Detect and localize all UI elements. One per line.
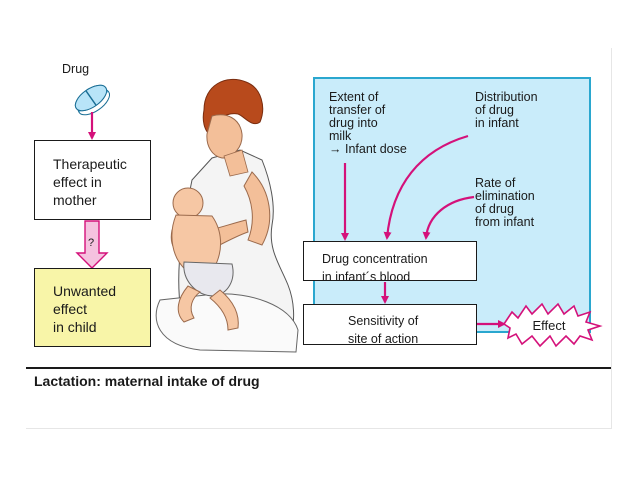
extent-transfer-label: Extent of transfer of drug into milk → I…	[329, 90, 407, 156]
question-arrow-icon	[75, 220, 109, 269]
therapeutic-effect-box: Therapeutic effect in mother	[34, 140, 151, 220]
arrow-distribution-to-concentration	[383, 134, 469, 240]
effect-label: Effect	[532, 318, 566, 333]
figure-caption: Lactation: maternal intake of drug	[34, 373, 260, 389]
arrow-elimination-to-concentration	[422, 195, 475, 240]
therapeutic-effect-label: Therapeutic effect in mother	[53, 156, 127, 208]
effect-starburst	[502, 302, 603, 348]
mother-infant-illustration	[155, 78, 299, 353]
caption-divider	[26, 367, 611, 369]
pill-icon	[74, 84, 110, 116]
drug-label: Drug	[62, 62, 90, 76]
sensitivity-label: Sensitivity of site of action	[348, 314, 419, 346]
drug-concentration-box: Drug concentration in infant´s blood	[303, 241, 477, 284]
drug-concentration-label: Drug concentration in infant´s blood	[322, 252, 428, 284]
unwanted-effect-label: Unwanted effect in child	[53, 283, 117, 335]
unwanted-effect-box: Unwanted effect in child	[34, 268, 151, 347]
sensitivity-box: Sensitivity of site of action	[303, 304, 477, 346]
elimination-label: Rate of elimination of drug from infant	[475, 176, 535, 229]
figure-frame	[26, 48, 612, 429]
distribution-label: Distribution of drug in infant	[475, 90, 538, 130]
question-mark-label: ?	[88, 237, 95, 249]
